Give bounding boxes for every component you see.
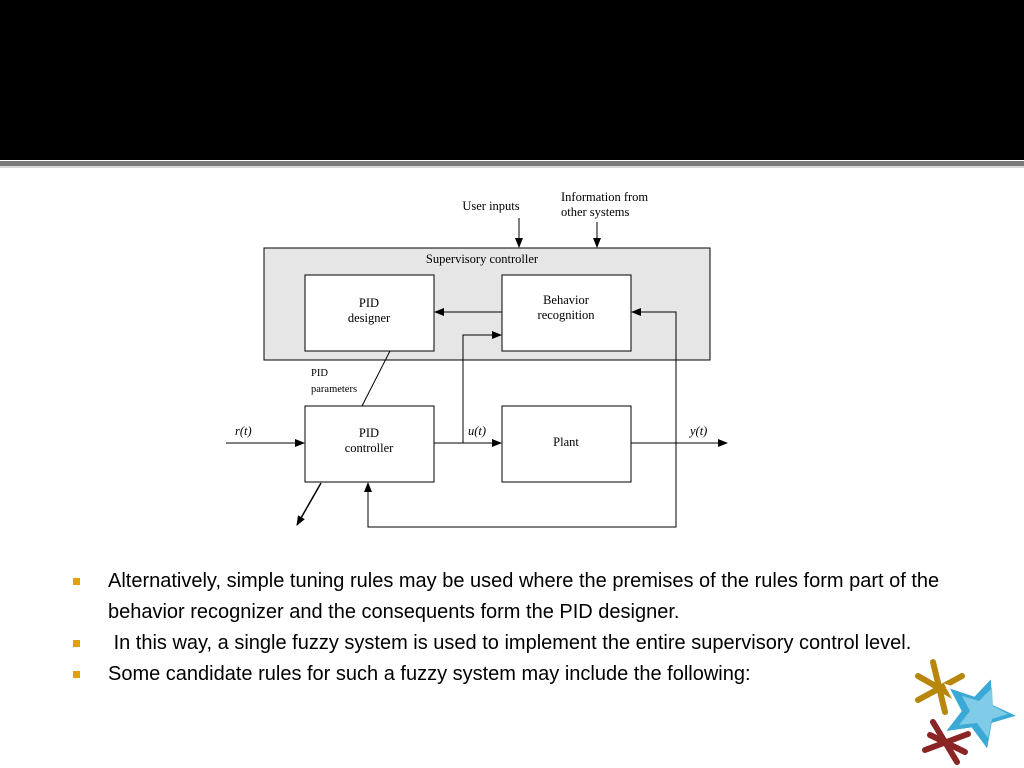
pid-parameters-label-line2: parameters [311,384,357,395]
other-systems-label: other systems [561,205,630,219]
bullet-item-2: In this way, a single fuzzy system is us… [70,628,970,659]
bullet-text-1: Alternatively, simple tuning rules may b… [108,570,940,623]
behavior-recognition-label-line2: recognition [538,308,596,322]
header-divider-light [0,166,1024,168]
supervisory-controller-label: Supervisory controller [426,252,539,266]
information-from-label: Information from [561,190,648,204]
pid-controller-label-line2: controller [345,441,394,455]
behavior-recognition-box [501,274,632,352]
header-divider [0,161,1024,166]
pid-controller-label-line1: PID [359,426,379,440]
diagonal-arrow [296,482,322,526]
user-inputs-label: User inputs [462,199,519,213]
behavior-recognition-label-line1: Behavior [543,293,590,307]
pid-controller-box [304,405,435,483]
feedback-arrow [364,443,677,528]
pid-designer-box [304,274,435,352]
u-t-label: u(t) [468,424,486,438]
title-band [0,0,1024,160]
bullet-text-3: Some candidate rules for such a fuzzy sy… [108,663,751,685]
bullet-list: Alternatively, simple tuning rules may b… [70,566,970,690]
bullet-text-2: In this way, a single fuzzy system is us… [108,632,912,654]
u-to-behavior-arrow [462,331,502,443]
pid-parameters-line [361,350,391,407]
bullet-item-3: Some candidate rules for such a fuzzy sy… [70,659,970,690]
bullet-item-1: Alternatively, simple tuning rules may b… [70,566,970,628]
y-t-label: y(t) [688,424,707,438]
plant-box [501,405,632,483]
bullet-marker-icon [73,640,80,647]
plant-label: Plant [553,435,579,449]
bullet-marker-icon [73,671,80,678]
y-to-behavior-arrow [631,308,677,443]
pid-designer-label-line1: PID [359,296,379,310]
r-t-label: r(t) [235,424,252,438]
pid-parameters-label-line1: PID [311,368,328,379]
bullet-marker-icon [73,578,80,585]
pid-designer-label-line2: designer [348,311,391,325]
